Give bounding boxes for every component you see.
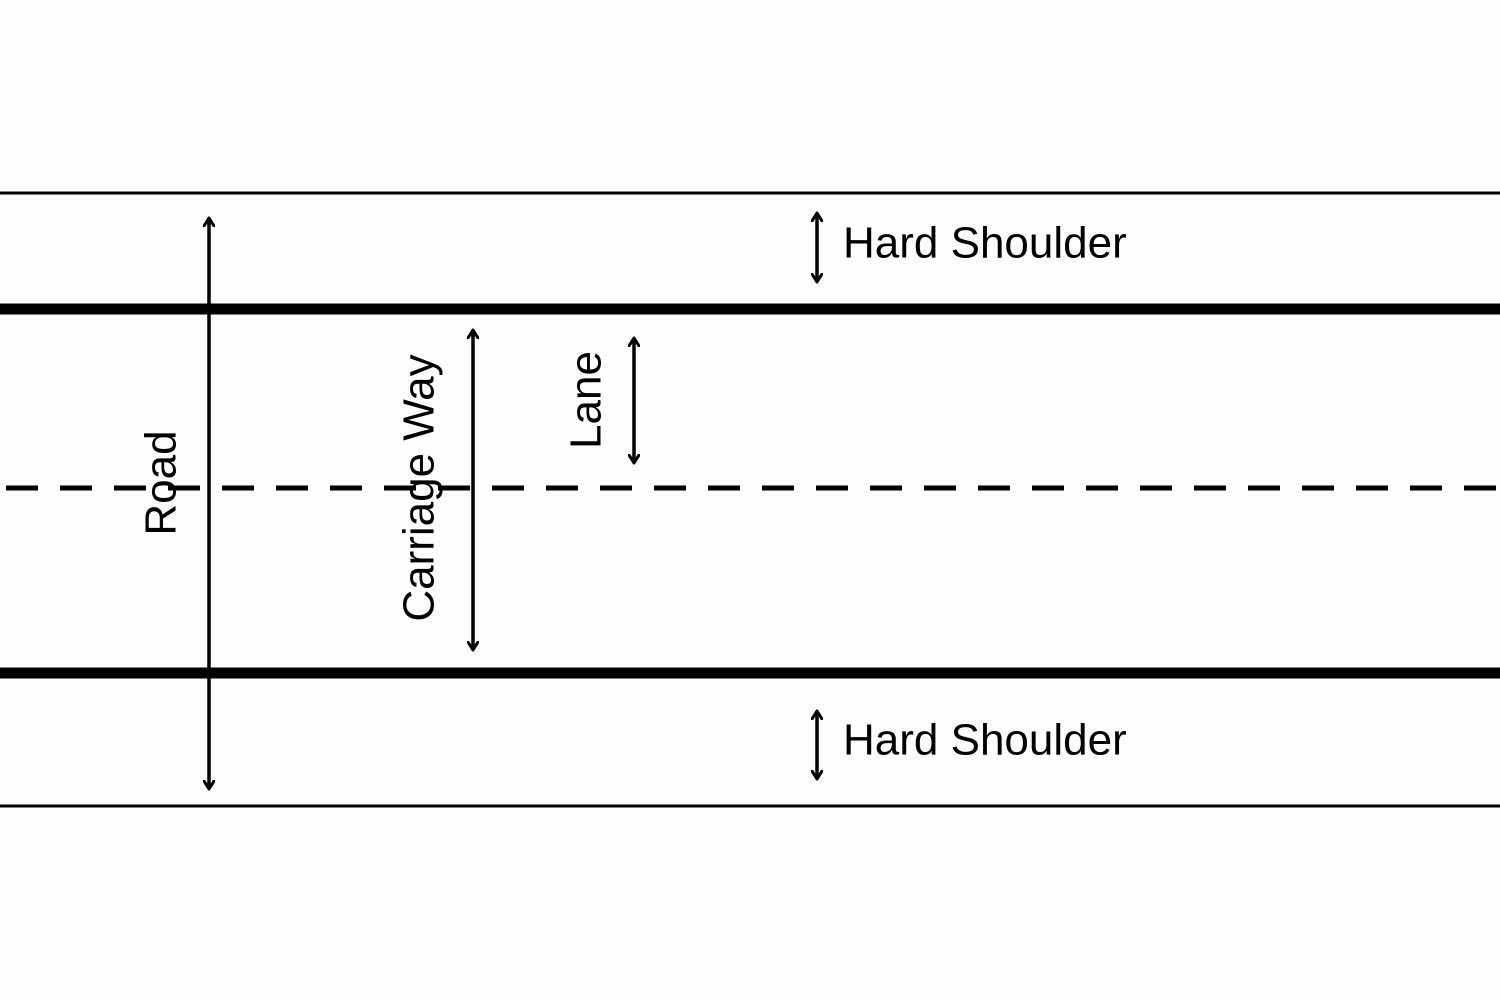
- road-label: Road: [137, 430, 186, 535]
- lane-label: Lane: [562, 351, 611, 449]
- carriage-way-label: Carriage Way: [395, 354, 444, 621]
- hard-shoulder-bottom-label: Hard Shoulder: [843, 716, 1127, 765]
- hard-shoulder-top-label: Hard Shoulder: [843, 219, 1127, 268]
